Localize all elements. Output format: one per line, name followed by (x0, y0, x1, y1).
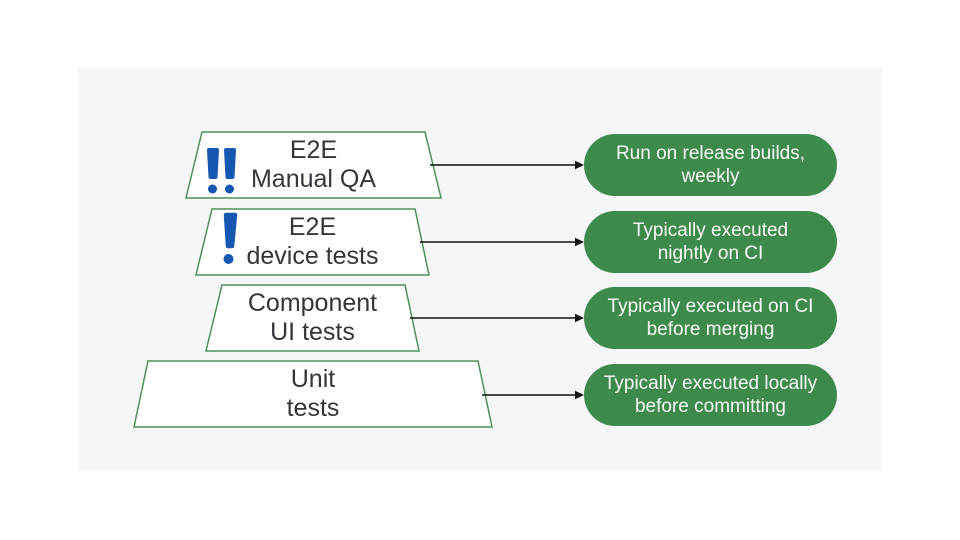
exclamation-icon (223, 212, 238, 264)
arrow-connector (420, 237, 584, 247)
trapezoid-shape (195, 208, 430, 276)
pyramid-level-e2e-manual-qa: E2E Manual QA (185, 131, 442, 199)
pyramid-level-component-ui-tests: Component UI tests (205, 284, 420, 352)
level-label: Component UI tests (247, 289, 378, 346)
pyramid-level-e2e-device-tests: E2E device tests (195, 208, 430, 276)
level-label: E2E Manual QA (250, 136, 377, 193)
pyramid-level-unit-tests: Unit tests (133, 360, 493, 428)
level-label: Unit tests (286, 365, 340, 422)
note-pill: Typically executed on CI before merging (584, 287, 837, 349)
trapezoid-shape (133, 360, 493, 428)
note-pill: Typically executed nightly on CI (584, 211, 837, 273)
arrow-connector (410, 313, 584, 323)
note-pill: Run on release builds, weekly (584, 134, 837, 196)
trapezoid-shape (185, 131, 442, 199)
note-pill: Typically executed locally before commit… (584, 364, 837, 426)
arrow-connector (482, 390, 584, 400)
trapezoid-shape (205, 284, 420, 352)
diagram-panel: E2E Manual QA Run on release builds, wee… (78, 68, 882, 470)
double-exclamation-icon (207, 148, 236, 194)
level-label: E2E device tests (246, 213, 379, 270)
arrow-connector (430, 160, 584, 170)
